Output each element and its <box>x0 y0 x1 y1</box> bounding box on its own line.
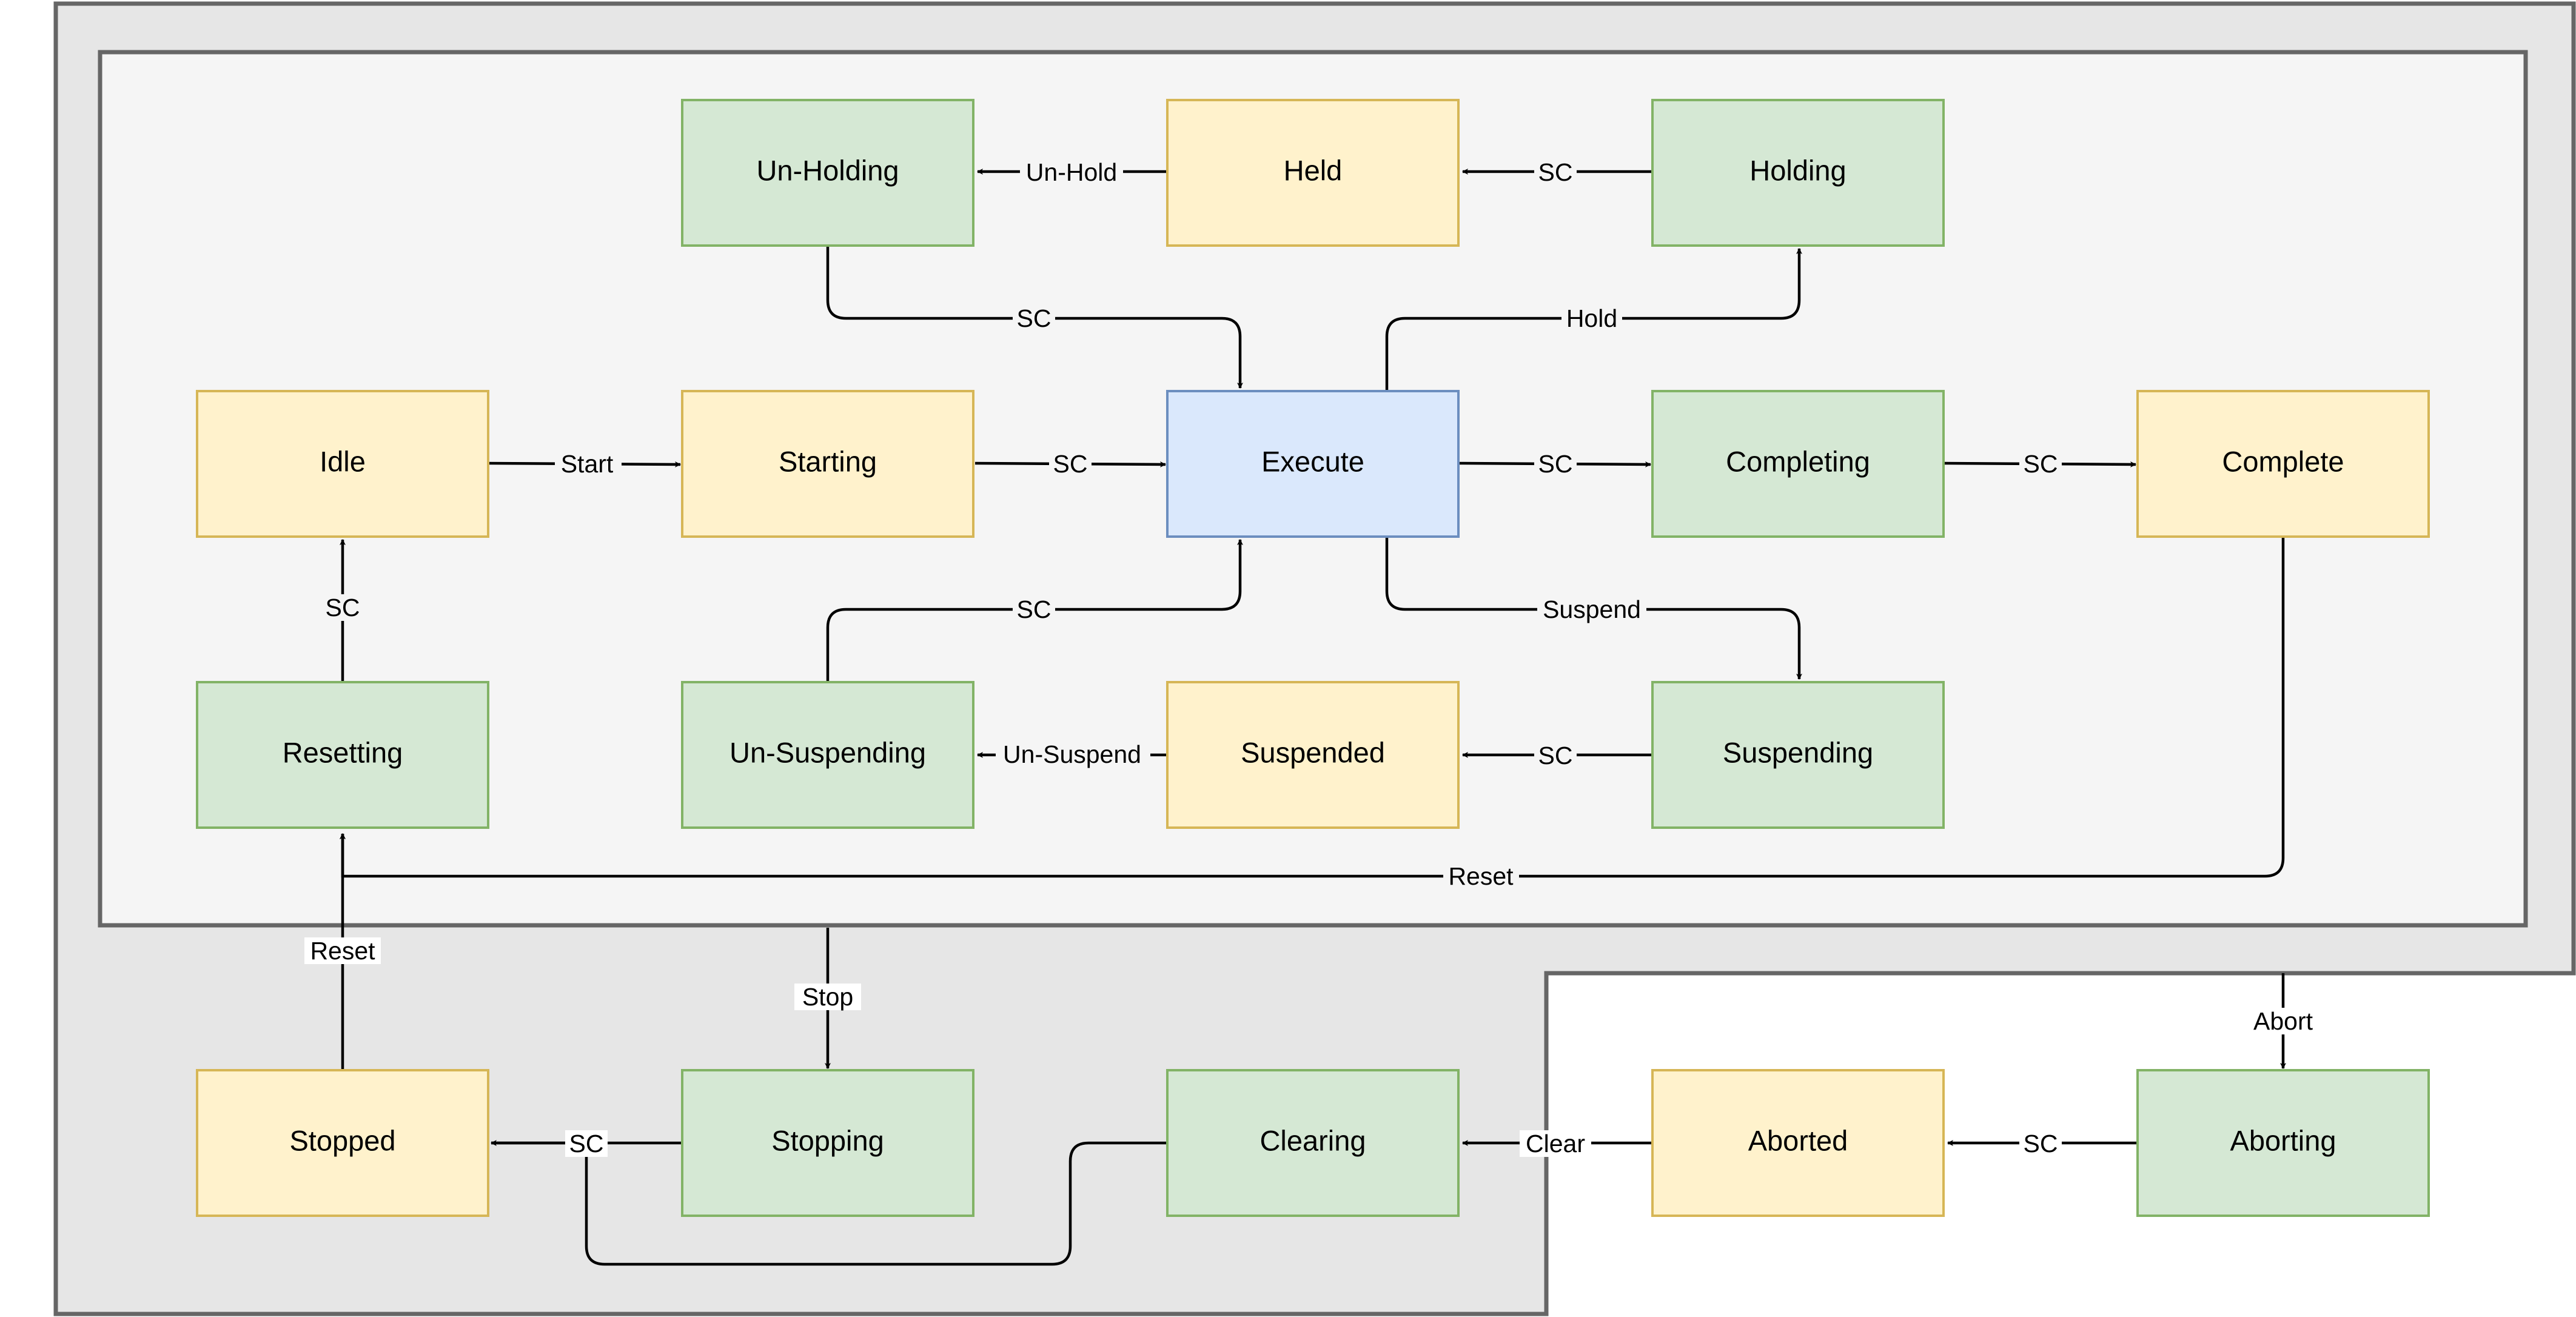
state-complete[interactable]: Complete <box>2136 390 2430 538</box>
state-label: Execute <box>1261 445 1364 477</box>
label-suspending-sc: SC <box>1538 742 1573 769</box>
state-holding[interactable]: Holding <box>1651 99 1945 247</box>
label-abort: Abort <box>2253 1007 2313 1035</box>
state-resetting[interactable]: Resetting <box>196 681 489 829</box>
state-label: Resetting <box>283 736 403 768</box>
state-completing[interactable]: Completing <box>1651 390 1945 538</box>
state-held[interactable]: Held <box>1166 99 1460 247</box>
label-complete-reset: Reset <box>1448 862 1514 890</box>
state-suspending[interactable]: Suspending <box>1651 681 1945 829</box>
state-label: Aborted <box>1748 1124 1848 1156</box>
label-starting-sc: SC <box>1053 450 1088 478</box>
label-resetting-sc: SC <box>326 594 360 622</box>
state-label: Stopping <box>771 1124 884 1156</box>
label-execute-sc: SC <box>1538 450 1573 478</box>
state-nodes: Un-Holding Held Holding Idle Starting Ex… <box>196 99 2430 1217</box>
label-unholding-sc: SC <box>1017 304 1052 332</box>
state-label: Un-Suspending <box>730 736 926 768</box>
state-stopped[interactable]: Stopped <box>196 1069 489 1217</box>
state-label: Starting <box>779 445 877 477</box>
transition-labels: Un-Hold SC SC Hold Start SC SC SC SC SC … <box>304 158 2323 1158</box>
state-label: Suspending <box>1723 736 1873 768</box>
label-clear: Clear <box>1526 1130 1585 1158</box>
label-hold: Hold <box>1566 304 1617 332</box>
state-aborted[interactable]: Aborted <box>1651 1069 1945 1217</box>
state-label: Held <box>1284 154 1343 186</box>
state-un-suspending[interactable]: Un-Suspending <box>681 681 974 829</box>
state-label: Complete <box>2222 445 2344 477</box>
state-aborting[interactable]: Aborting <box>2136 1069 2430 1217</box>
label-un-hold: Un-Hold <box>1026 158 1117 186</box>
label-suspend: Suspend <box>1543 595 1641 623</box>
label-stopping-sc: SC <box>569 1130 604 1158</box>
edge-clearing-to-stopped <box>491 1141 1167 1266</box>
state-label: Holding <box>1749 154 1846 186</box>
state-starting[interactable]: Starting <box>681 390 974 538</box>
state-label: Aborting <box>2230 1124 2336 1156</box>
state-label: Suspended <box>1241 736 1385 768</box>
label-stop: Stop <box>802 983 853 1011</box>
label-unsuspending-sc: SC <box>1017 595 1052 623</box>
state-label: Un-Holding <box>756 154 899 186</box>
state-label: Stopped <box>289 1124 395 1156</box>
state-execute[interactable]: Execute <box>1166 390 1460 538</box>
label-un-suspend: Un-Suspend <box>1003 740 1141 768</box>
state-un-holding[interactable]: Un-Holding <box>681 99 974 247</box>
label-held-sc: SC <box>1538 158 1573 186</box>
state-label: Clearing <box>1259 1124 1366 1156</box>
label-aborting-sc: SC <box>2024 1130 2058 1158</box>
state-label: Completing <box>1726 445 1870 477</box>
state-idle[interactable]: Idle <box>196 390 489 538</box>
state-stopping[interactable]: Stopping <box>681 1069 974 1217</box>
label-start: Start <box>561 450 614 478</box>
label-completing-sc: SC <box>2024 450 2058 478</box>
state-suspended[interactable]: Suspended <box>1166 681 1460 829</box>
state-label: Idle <box>320 445 366 477</box>
edge-complete-to-resetting <box>340 537 2285 878</box>
state-clearing[interactable]: Clearing <box>1166 1069 1460 1217</box>
label-stopped-reset: Reset <box>310 937 375 965</box>
